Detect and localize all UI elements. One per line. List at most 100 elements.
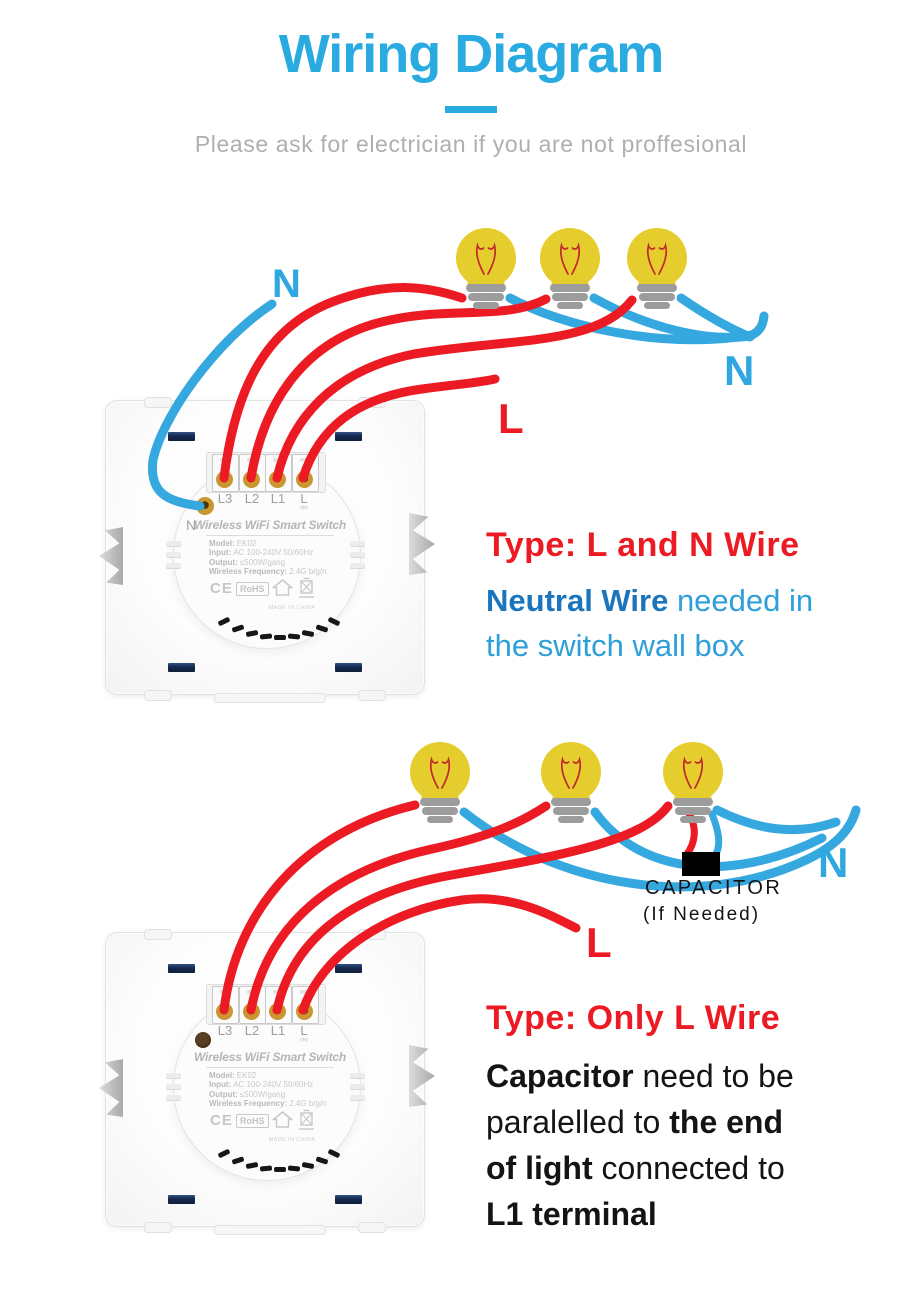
vent-slot [287,1165,301,1172]
capacitor-live-stub [683,808,698,858]
capacitor-label: CAPACITOR [645,877,783,899]
mounting-tab [144,929,172,940]
mounting-tab [358,397,386,408]
divider [206,1067,334,1068]
terminal-block-l2 [239,986,266,1024]
rohs-mark: RoHS [236,1114,269,1128]
smart-switch-device-2: Wireless WiFi Smart Switch Model:EK02 In… [99,929,435,1235]
terminal-screw [216,471,233,488]
mounting-tab [214,693,326,703]
vent-ridge [350,1095,365,1101]
spec-line: Output:≤500W/gang [209,557,286,567]
terminal-sublabel: (IN) [300,1037,308,1042]
screw-slot [335,1195,362,1204]
vent-ridge [350,1073,365,1079]
module-specs: Model:EK02 Input:AC 100-240V 50/60Hz Out… [209,1071,327,1109]
terminal-sublabel: (IN) [300,505,308,510]
vent-slot [274,635,286,640]
mounting-tab [214,1225,326,1235]
title-underline [445,105,497,113]
capacitor-neutral-stub [708,810,723,858]
module-title: Wireless WiFi Smart Switch [194,518,346,532]
terminal-label-l3: L3 [217,1023,233,1038]
neutral-wire-bulb2 [589,293,756,342]
mounting-clip-left [99,527,123,585]
capacitor-body [682,852,720,876]
vent-ridge [350,541,365,547]
crossed-bin-icon [299,1109,314,1130]
rohs-mark: RoHS [236,582,269,596]
diagram1-note: Type: L and N Wire Neutral Wire needed i… [486,526,886,668]
vent-slot [259,633,273,640]
screw-slot [335,432,362,441]
terminal-label-l1: L1 [270,1023,286,1038]
mounting-tab [358,690,386,701]
vent-ridge [166,1073,181,1079]
vent-ridge [166,1095,181,1101]
vent-ridge [350,563,365,569]
capacitor-note: (If Needed) [643,904,761,925]
crossed-bin-icon [299,577,314,598]
vent-slot [259,1165,273,1172]
house-icon [272,1111,293,1128]
diagram2-neutral-wires [459,805,861,892]
diagram2-neutral-label: N [818,839,849,886]
terminal-screw [296,1003,313,1020]
screw-slot [168,964,195,973]
terminal-label-l: L (IN) [289,1024,319,1043]
module-title: Wireless WiFi Smart Switch [194,1050,346,1064]
terminal-block-l1 [265,454,292,492]
made-in-label: MADE IN CHINA [268,605,316,611]
terminal-block-l [292,986,319,1024]
terminal-screw [243,1003,260,1020]
terminal-block-l1 [265,986,292,1024]
spec-line: Wireless Frequency:2.4G b/g/n [209,567,327,577]
screw-slot [168,663,195,672]
smart-switch-device-1: Wireless WiFi Smart Switch Model:EK02 In… [99,397,435,703]
terminal-block-l3 [212,986,239,1024]
screw-slot [168,1195,195,1204]
spec-line: Output:≤500W/gang [209,1089,286,1099]
terminal-label-l: L (IN) [289,492,319,511]
terminal-screw [243,471,260,488]
diagram1-neutral-out-label: N [724,347,755,394]
diagram1-heading: Type: L and N Wire [486,526,800,564]
diagram2-live-label: L [586,919,612,966]
light-bulb-icon [541,742,601,823]
vent-ridge [350,552,365,558]
page-subtitle: Please ask for electrician if you are no… [194,130,748,157]
vent-ridge [166,541,181,547]
mounting-tab [358,1222,386,1233]
divider [206,535,334,536]
terminal-screw [269,471,286,488]
diagram1-live-label: L [498,395,524,442]
diagram1-bulbs [456,228,687,309]
diagram2-bulbs [410,742,723,823]
vent-slot [287,633,301,640]
light-bulb-icon [540,228,600,309]
vent-ridge [166,552,181,558]
terminal-label-l3: L3 [217,491,233,506]
terminal-label-l2: L2 [244,1023,260,1038]
terminal-screw [216,1003,233,1020]
neutral-terminal-hole [195,1032,211,1048]
spec-line: Model:EK02 [209,539,257,548]
terminal-block-l3 [212,454,239,492]
mounting-tab [144,1222,172,1233]
module-specs: Model:EK02 Input:AC 100-240V 50/60Hz Out… [209,539,327,577]
neutral-wire-bulb3 [712,805,841,835]
page-title: Wiring Diagram [278,24,665,84]
light-bulb-icon [663,742,723,823]
diagram2-heading: Type: Only L Wire [486,999,781,1037]
vent-ridge [166,1084,181,1090]
house-icon [272,579,293,596]
light-bulb-icon [410,742,470,823]
screw-slot [335,964,362,973]
neutral-terminal-label: N [186,517,197,533]
terminal-screw [296,471,313,488]
neutral-wire-bulb1 [505,293,769,345]
